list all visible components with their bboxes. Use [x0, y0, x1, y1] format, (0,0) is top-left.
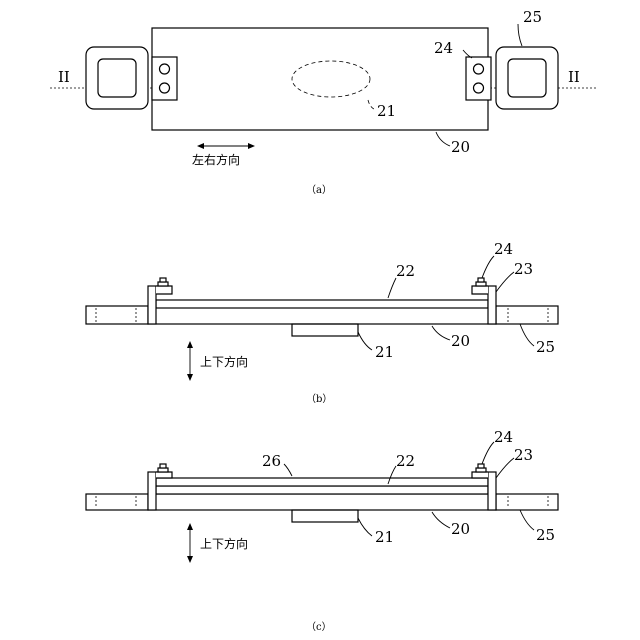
handle-strip-right: [496, 306, 558, 324]
label-24: 24: [494, 240, 513, 258]
bracket-right: [472, 278, 488, 294]
plate-20: [148, 306, 496, 324]
caption-c: （c）: [306, 621, 332, 633]
label-20: 20: [451, 332, 470, 350]
label-21: 21: [375, 528, 394, 546]
layer-22: [156, 486, 488, 494]
region-21: [292, 510, 358, 522]
direction-label-horizontal: 左右方向: [192, 152, 240, 167]
layer-26: [156, 478, 488, 486]
label-22: 22: [396, 262, 415, 280]
wall-23-right: [488, 286, 496, 324]
caption-b: （b）: [306, 393, 332, 405]
label-23: 23: [514, 446, 533, 464]
section-mark-left: II: [58, 68, 70, 86]
wall-23-left: [148, 472, 156, 510]
bracket-left: [156, 278, 172, 294]
wall-23-right: [488, 472, 496, 510]
layer-22: [156, 300, 488, 308]
handle-strip-left: [86, 494, 148, 510]
direction-label-vertical: 上下方向: [200, 536, 248, 551]
label-21: 21: [377, 102, 396, 120]
handle-strip-right: [496, 494, 558, 510]
plate-20: [148, 494, 496, 510]
bracket-left: [156, 464, 172, 478]
figure-a-top-view: II II 左右方向: [50, 8, 598, 196]
region-21: [292, 324, 358, 336]
label-25: 25: [523, 8, 542, 26]
label-20: 20: [451, 138, 470, 156]
bracket-right: [472, 464, 488, 478]
direction-label-vertical: 上下方向: [200, 354, 248, 369]
bracket-left: [152, 57, 177, 100]
label-24: 24: [494, 428, 513, 446]
label-23: 23: [514, 260, 533, 278]
label-25: 25: [536, 338, 555, 356]
label-22: 22: [396, 452, 415, 470]
figure-b-section: 上下方向 21 20 22 24 23 25 （b）: [86, 240, 558, 405]
label-21: 21: [375, 343, 394, 361]
handle-left: [86, 47, 148, 109]
handle-strip-left: [86, 306, 148, 324]
handle-right: [496, 47, 558, 109]
bracket-right: [466, 57, 491, 100]
label-24: 24: [434, 39, 453, 57]
figure-c-section: 上下方向 21 20 22 26 24 23 25 （c）: [86, 428, 558, 633]
label-26: 26: [262, 452, 281, 470]
wall-23-left: [148, 286, 156, 324]
label-25: 25: [536, 526, 555, 544]
label-20: 20: [451, 520, 470, 538]
caption-a: （a）: [306, 184, 332, 196]
section-mark-right: II: [568, 68, 580, 86]
